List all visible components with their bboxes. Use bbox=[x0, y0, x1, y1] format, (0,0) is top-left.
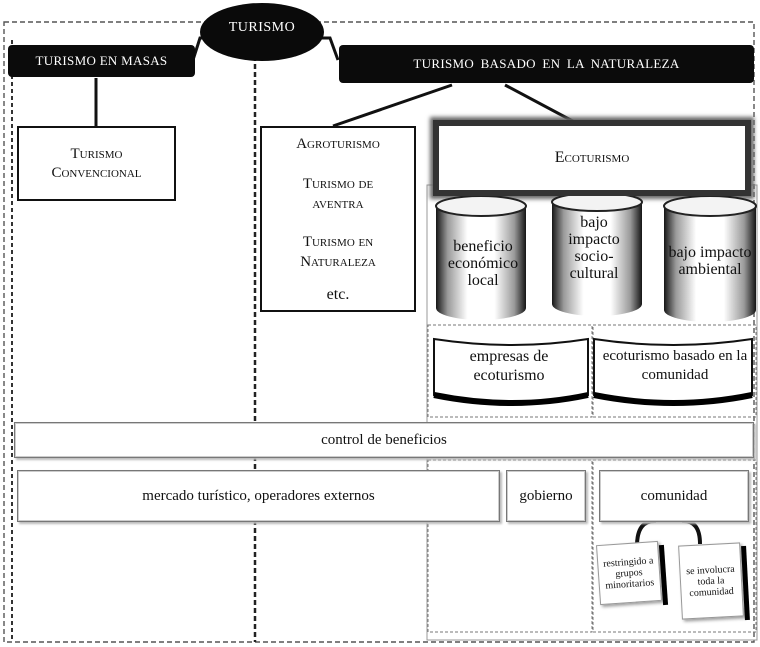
connector-otros bbox=[332, 83, 453, 128]
card-restringido: restringido a grupos minoritarios bbox=[595, 540, 663, 606]
pilar-2-label: bajo impacto socio-cultural bbox=[568, 214, 620, 282]
control-beneficios-bar: control de beneficios bbox=[14, 422, 754, 458]
tipos-scrolls bbox=[433, 337, 753, 406]
empresas-dashed-box bbox=[427, 324, 593, 418]
tipo-empresas-label: empresas de ecoturismo bbox=[469, 348, 549, 384]
gobierno-box: gobierno bbox=[506, 470, 586, 522]
cylinder-1 bbox=[435, 196, 527, 320]
otros-item-agroturismo: Agroturismo bbox=[296, 136, 380, 152]
otros-item-etc: etc. bbox=[326, 286, 350, 303]
masas-label: TURISMO EN MASAS bbox=[35, 53, 168, 68]
convencional-box: Turismo Convencional bbox=[17, 126, 176, 201]
otros-box: Agroturismo Turismo de aventra Turismo e… bbox=[260, 126, 416, 312]
tipo-comunidad-label: ecoturismo basado en la comunidad bbox=[602, 348, 748, 383]
otros-item-naturaleza: Turismo en Naturaleza bbox=[300, 234, 376, 270]
cylinder-2 bbox=[551, 196, 643, 316]
otros-item-aventura: Turismo de aventra bbox=[302, 176, 374, 212]
pilar-1-label: beneficio económico local bbox=[447, 238, 519, 289]
control-beneficios-label: control de beneficios bbox=[321, 431, 447, 448]
root-label: TURISMO bbox=[228, 20, 296, 35]
naturaleza-node: TURISMO BASADO EN LA NATURALEZA bbox=[339, 45, 754, 83]
ecoturismo-label: Ecoturismo bbox=[554, 149, 630, 166]
root-node: TURISMO bbox=[200, 3, 324, 61]
actores-dashed-box-left bbox=[427, 459, 593, 633]
convencional-line-2: Convencional bbox=[51, 164, 142, 181]
naturaleza-label: TURISMO BASADO EN LA NATURALEZA bbox=[413, 56, 680, 71]
ecoturismo-box: Ecoturismo bbox=[433, 120, 751, 196]
connector-naturaleza bbox=[318, 36, 340, 61]
comunidad-label: comunidad bbox=[640, 487, 708, 504]
card-involucra-label: se involucra toda la comunidad bbox=[685, 563, 735, 599]
gobierno-label: gobierno bbox=[519, 487, 573, 504]
card-restringido-label: restringido a grupos minoritarios bbox=[602, 554, 655, 592]
scroll-comunidad bbox=[593, 337, 753, 406]
mercado-label: mercado turístico, operadores externos bbox=[142, 487, 375, 504]
convencional-line-1: Turismo bbox=[70, 145, 123, 162]
masas-node: TURISMO EN MASAS bbox=[8, 45, 195, 77]
connector-card-2 bbox=[681, 518, 702, 545]
cylinder-3 bbox=[663, 196, 757, 322]
card-involucra: se involucra toda la comunidad bbox=[678, 542, 744, 620]
comunidad-dashed-box bbox=[592, 324, 757, 418]
pilar-3-label: bajo impacto ambiental bbox=[668, 244, 752, 278]
scroll-empresas bbox=[433, 337, 589, 406]
outer-dashed-border bbox=[3, 21, 755, 643]
mercado-box: mercado turístico, operadores externos bbox=[17, 470, 500, 522]
pilares-cylinders bbox=[435, 196, 757, 322]
comunidad-box: comunidad bbox=[599, 470, 749, 522]
connector-ecoturismo bbox=[504, 83, 583, 128]
actores-dashed-box-right bbox=[592, 459, 757, 633]
